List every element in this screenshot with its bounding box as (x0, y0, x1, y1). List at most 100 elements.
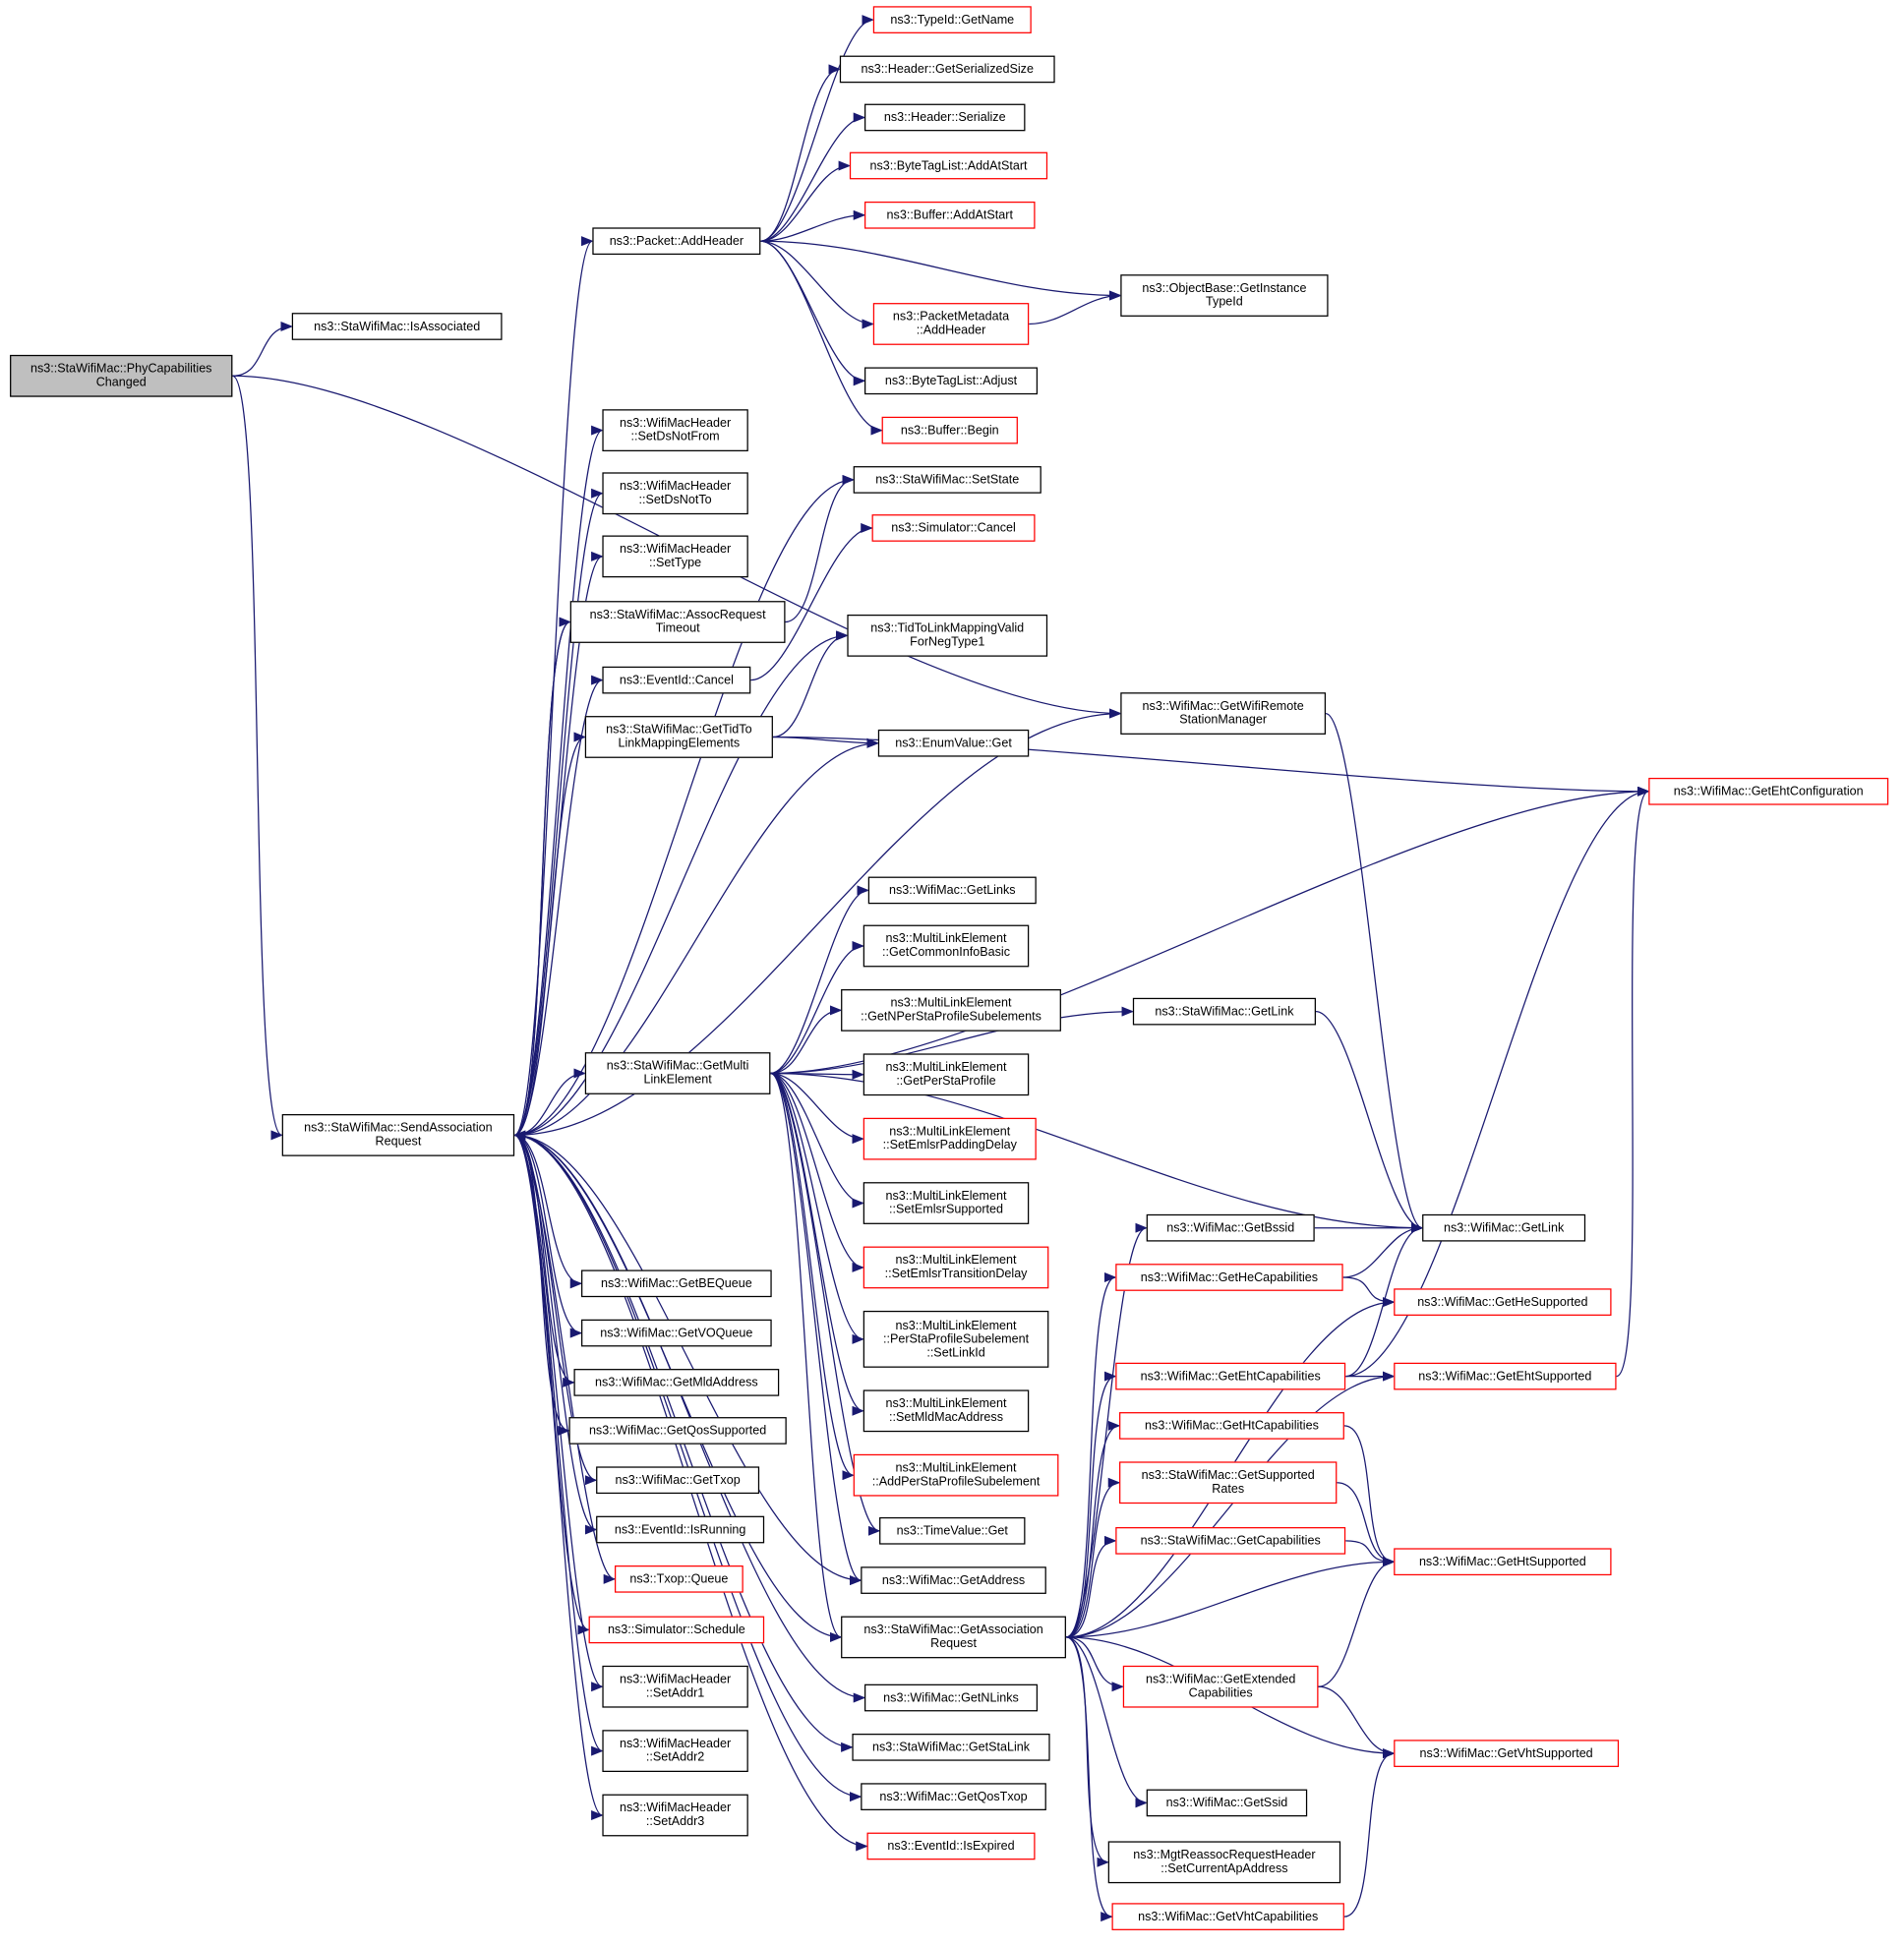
edge-pmaddheader-getinstance (1029, 290, 1122, 325)
node-setcurrentap[interactable]: ns3::MgtReassocRequestHeader::SetCurrent… (1107, 1841, 1341, 1884)
edge-addheader-getserialsize (760, 64, 842, 242)
edge-getmultilink-stagetlink (770, 1006, 1135, 1075)
node-getqostxop[interactable]: ns3::WifiMac::GetQosTxop (861, 1783, 1046, 1810)
node-serialize[interactable]: ns3::Header::Serialize (863, 103, 1026, 132)
node-getmldaddr[interactable]: ns3::WifiMac::GetMldAddress (573, 1369, 780, 1396)
node-evcancel[interactable]: ns3::EventId::Cancel (602, 666, 751, 694)
node-evisrunning[interactable]: ns3::EventId::IsRunning (596, 1515, 765, 1544)
node-setemlsrsup[interactable]: ns3::MultiLinkElement::SetEmlsrSupported (863, 1182, 1030, 1224)
node-bufaddatstart[interactable]: ns3::Buffer::AddAtStart (863, 201, 1036, 229)
edge-getmultilink-getlinks (770, 885, 870, 1075)
node-getehtconfig[interactable]: ns3::WifiMac::GetEhtConfiguration (1648, 777, 1889, 805)
node-phy-label: Changed (95, 376, 147, 390)
node-setlinkid-label: ::PerStaProfileSubelement (882, 1331, 1030, 1346)
edge-sendassoc-tidtolinkvalid (514, 630, 849, 1137)
node-getmldaddr-label: ns3::WifiMac::GetMldAddress (595, 1375, 758, 1389)
node-setlinkid[interactable]: ns3::MultiLinkElement::PerStaProfileSube… (863, 1310, 1049, 1368)
node-getbequeue[interactable]: ns3::WifiMac::GetBEQueue (581, 1269, 772, 1298)
node-enumget[interactable]: ns3::EnumValue::Get (877, 729, 1030, 757)
node-getvoqueue[interactable]: ns3::WifiMac::GetVOQueue (581, 1319, 772, 1347)
node-getcaps[interactable]: ns3::StaWifiMac::GetCapabilities (1115, 1527, 1346, 1555)
node-addpersta[interactable]: ns3::MultiLinkElement::AddPerStaProfileS… (853, 1453, 1059, 1497)
node-setcurrentap-label: ns3::MgtReassocRequestHeader (1133, 1848, 1316, 1862)
node-bufaddatstart-label: ns3::Buffer::AddAtStart (886, 207, 1013, 222)
node-getcommoninfo[interactable]: ns3::MultiLinkElement::GetCommonInfoBasi… (863, 924, 1030, 968)
node-addpersta-label: ns3::MultiLinkElement (895, 1461, 1017, 1476)
node-getserialsize[interactable]: ns3::Header::GetSerializedSize (839, 55, 1055, 84)
node-getvhtsup[interactable]: ns3::WifiMac::GetVhtSupported (1394, 1740, 1620, 1767)
edge-sendassoc-setdsnotfrom (513, 425, 604, 1137)
edge-phy-sendassoc (232, 375, 283, 1141)
node-getssid-label: ns3::WifiMac::GetSsid (1165, 1796, 1288, 1810)
edge-getassocreq-getvhtcap (1065, 1636, 1113, 1922)
edge-sendassoc-setaddr3 (513, 1134, 604, 1820)
node-setmldmacaddr[interactable]: ns3::MultiLinkElement::SetMldMacAddress (863, 1389, 1030, 1433)
node-getlinks[interactable]: ns3::WifiMac::GetLinks (867, 876, 1037, 905)
node-isassoc[interactable]: ns3::StaWifiMac::IsAssociated (291, 313, 503, 340)
node-simcancel-label: ns3::Simulator::Cancel (891, 521, 1016, 535)
node-setaddr1[interactable]: ns3::WifiMacHeader::SetAddr1 (602, 1665, 748, 1708)
node-setstate[interactable]: ns3::StaWifiMac::SetState (853, 466, 1041, 494)
node-pmaddheader[interactable]: ns3::PacketMetadata::AddHeader (872, 303, 1030, 345)
node-getname[interactable]: ns3::TypeId::GetName (872, 6, 1032, 33)
node-bufbegin[interactable]: ns3::Buffer::Begin (881, 416, 1018, 444)
node-getehtcap[interactable]: ns3::WifiMac::GetEhtCapabilities (1115, 1362, 1346, 1390)
node-bufbegin-label: ns3::Buffer::Begin (900, 423, 999, 438)
node-getperstaprofile[interactable]: ns3::MultiLinkElement::GetPerStaProfile (863, 1053, 1030, 1096)
node-addheader[interactable]: ns3::Packet::AddHeader (592, 227, 761, 256)
edge-addheader-getname (760, 15, 875, 242)
node-setaddr2[interactable]: ns3::WifiMacHeader::SetAddr2 (602, 1730, 748, 1772)
node-gethtsup[interactable]: ns3::WifiMac::GetHtSupported (1394, 1548, 1612, 1576)
node-setaddr3[interactable]: ns3::WifiMacHeader::SetAddr3 (602, 1794, 748, 1837)
node-timevalget[interactable]: ns3::TimeValue::Get (879, 1516, 1026, 1545)
node-wifigetlink[interactable]: ns3::WifiMac::GetLink (1422, 1213, 1586, 1242)
node-gethtsup-label: ns3::WifiMac::GetHtSupported (1418, 1555, 1586, 1569)
node-setdsnotfrom[interactable]: ns3::WifiMacHeader::SetDsNotFrom (602, 409, 748, 451)
node-txopqueue[interactable]: ns3::Txop::Queue (614, 1564, 744, 1593)
node-settype[interactable]: ns3::WifiMacHeader::SetType (602, 535, 748, 578)
node-getaddress[interactable]: ns3::WifiMac::GetAddress (861, 1566, 1046, 1594)
node-getssid[interactable]: ns3::WifiMac::GetSsid (1146, 1789, 1308, 1817)
node-tidtolinkvalid-label: ForNegType1 (910, 635, 985, 650)
node-getbssid[interactable]: ns3::WifiMac::GetBssid (1146, 1213, 1315, 1242)
node-setemlsrpad[interactable]: ns3::MultiLinkElement::SetEmlsrPaddingDe… (863, 1117, 1037, 1160)
node-getvhtsup-label: ns3::WifiMac::GetVhtSupported (1419, 1746, 1593, 1761)
node-gethtcap[interactable]: ns3::WifiMac::GetHtCapabilities (1119, 1412, 1344, 1440)
node-getehtsup[interactable]: ns3::WifiMac::GetEhtSupported (1394, 1362, 1617, 1390)
node-btladdatstart[interactable]: ns3::ByteTagList::AddAtStart (849, 151, 1048, 180)
node-gethesup[interactable]: ns3::WifiMac::GetHeSupported (1394, 1288, 1612, 1316)
edge-getmultilink-timevalget (770, 1072, 881, 1536)
node-simschedule[interactable]: ns3::Simulator::Schedule (588, 1616, 765, 1644)
node-evisexpired[interactable]: ns3::EventId::IsExpired (866, 1832, 1036, 1860)
node-getnpersta[interactable]: ns3::MultiLinkElement::GetNPerStaProfile… (841, 989, 1061, 1032)
node-setdsnotto[interactable]: ns3::WifiMacHeader::SetDsNotTo (602, 472, 748, 515)
edge-gethtcap-gethtsup (1343, 1425, 1396, 1567)
node-gethecap[interactable]: ns3::WifiMac::GetHeCapabilities (1115, 1264, 1343, 1291)
node-getvhtcap[interactable]: ns3::WifiMac::GetVhtCapabilities (1111, 1903, 1344, 1930)
node-getehtconfig-label: ns3::WifiMac::GetEhtConfiguration (1673, 784, 1864, 798)
node-getnlinks[interactable]: ns3::WifiMac::GetNLinks (863, 1683, 1039, 1712)
node-btladjust[interactable]: ns3::ByteTagList::Adjust (863, 367, 1039, 395)
node-setemlsrsup-label: ::SetEmlsrSupported (888, 1203, 1003, 1217)
edge-getextcaps-gethtsup (1318, 1557, 1396, 1687)
node-getqossup[interactable]: ns3::WifiMac::GetQosSupported (568, 1417, 787, 1445)
node-gettxop[interactable]: ns3::WifiMac::GetTxop (596, 1466, 760, 1495)
node-getvhtcap-label: ns3::WifiMac::GetVhtCapabilities (1138, 1910, 1319, 1924)
node-getperstaprofile-label: ::GetPerStaProfile (896, 1074, 996, 1089)
node-stagetlink[interactable]: ns3::StaWifiMac::GetLink (1132, 997, 1316, 1026)
node-simcancel[interactable]: ns3::Simulator::Cancel (871, 514, 1036, 542)
node-getstalink[interactable]: ns3::StaWifiMac::GetStaLink (852, 1734, 1050, 1761)
node-setemlsrtrans[interactable]: ns3::MultiLinkElement::SetEmlsrTransitio… (863, 1246, 1049, 1289)
